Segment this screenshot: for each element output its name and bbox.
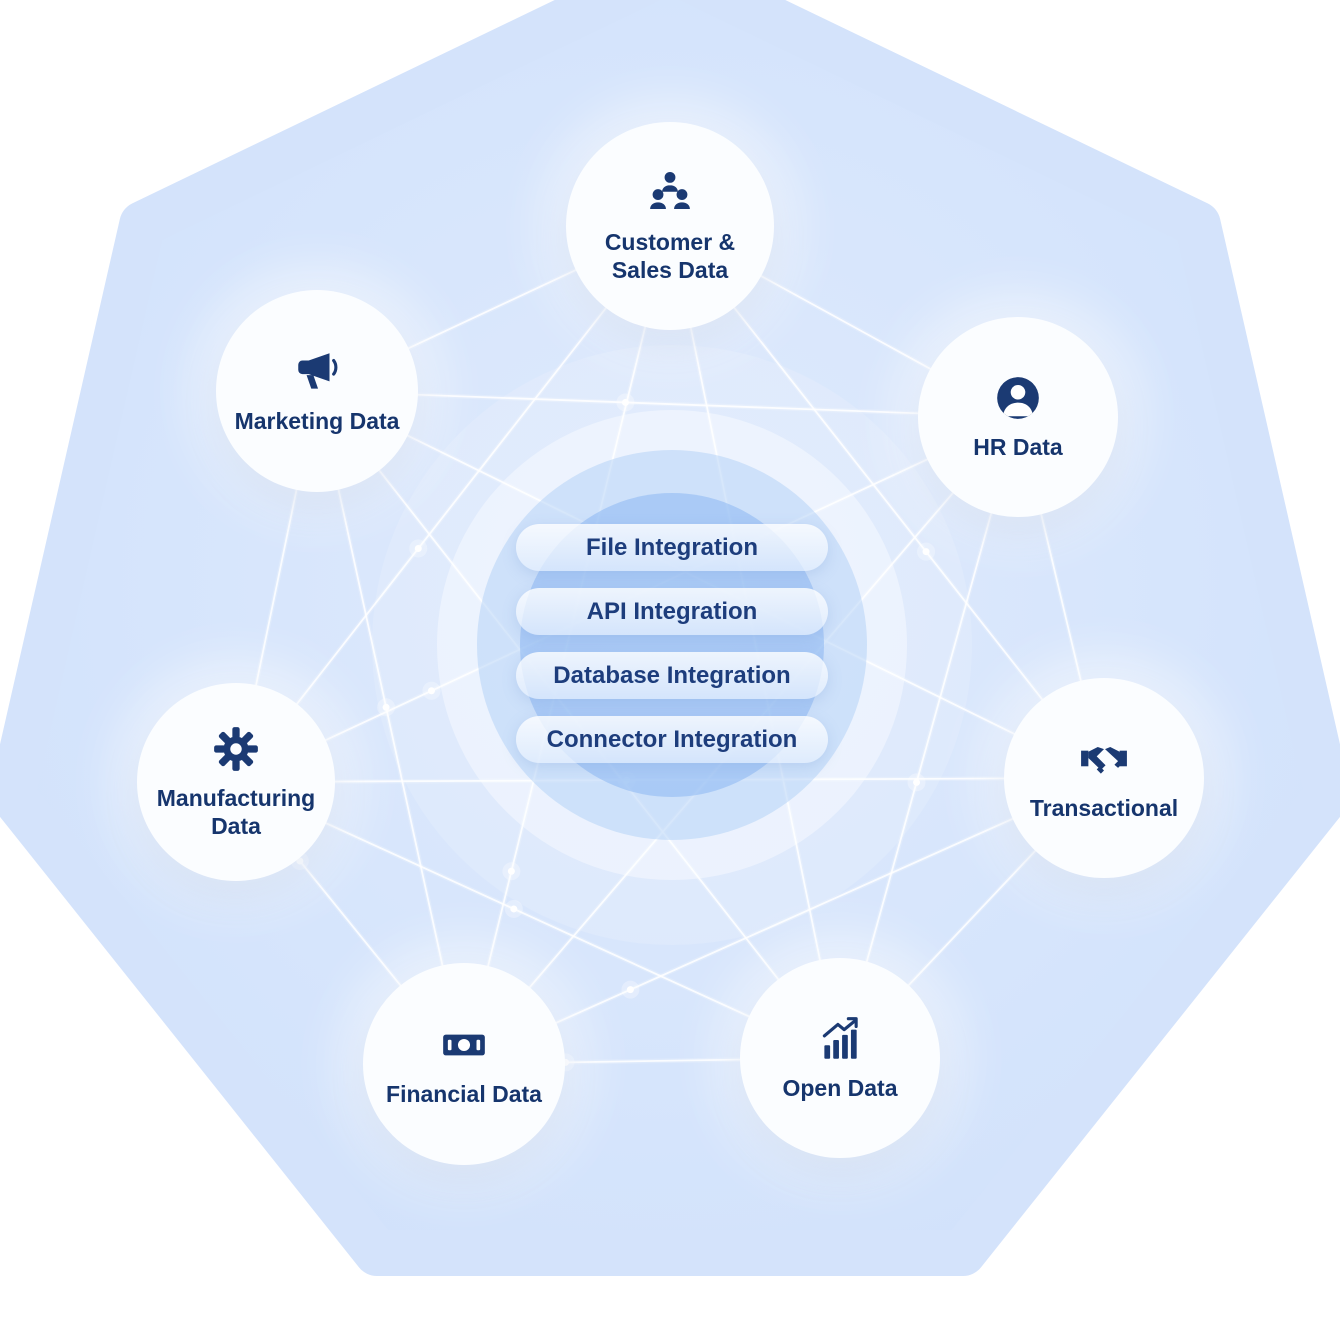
megaphone-icon [298,353,338,389]
integration-pill-list: File Integration API Integration Databas… [516,524,828,763]
handshake-icon [1081,746,1127,774]
pill-api-integration: API Integration [516,588,828,635]
chart-growth-icon [822,1017,858,1059]
node-label: Customer & Sales Data [604,228,736,283]
pill-database-integration: Database Integration [516,652,828,699]
pill-connector-integration: Connector Integration [516,716,828,763]
node-manufacturing-data: Manufacturing Data [137,683,335,881]
node-marketing-data: Marketing Data [216,290,418,492]
node-label: Open Data [782,1074,898,1101]
node-label: Manufacturing Data [156,784,316,839]
node-open-data: Open Data [740,958,940,1158]
node-hr-data: HR Data [918,317,1118,517]
node-label: Marketing Data [234,407,400,434]
node-financial-data: Financial Data [363,963,565,1165]
node-label: Financial Data [386,1080,542,1107]
node-customer-sales-data: Customer & Sales Data [566,122,774,330]
node-transactional: Transactional [1004,678,1204,878]
users-group-icon [650,171,690,209]
node-label: HR Data [973,433,1063,460]
banknote-icon [443,1034,485,1056]
node-label: Transactional [1029,794,1179,821]
pill-file-integration: File Integration [516,524,828,571]
gear-icon [214,727,258,771]
person-icon [997,377,1039,419]
